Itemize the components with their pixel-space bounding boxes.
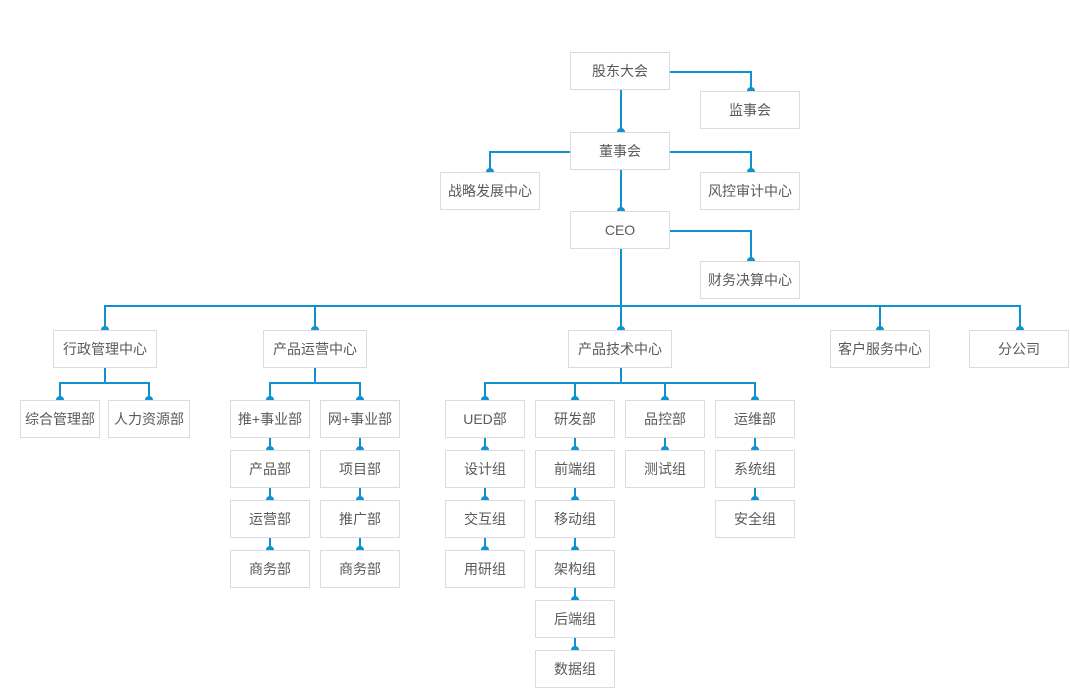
connector-admin-children-bus	[59, 382, 149, 384]
org-node[interactable]: 测试组	[625, 450, 705, 488]
connector-bus-to-admin	[104, 305, 106, 330]
org-node[interactable]: 行政管理中心	[53, 330, 157, 368]
connector-tech-to-qc	[664, 382, 666, 400]
org-node[interactable]: 运维部	[715, 400, 795, 438]
org-node[interactable]: 品控部	[625, 400, 705, 438]
org-node[interactable]: 交互组	[445, 500, 525, 538]
org-node[interactable]: 财务决算中心	[700, 261, 800, 299]
org-node[interactable]: 用研组	[445, 550, 525, 588]
org-node[interactable]: UED部	[445, 400, 525, 438]
org-node[interactable]: 研发部	[535, 400, 615, 438]
org-node[interactable]: 网+事业部	[320, 400, 400, 438]
org-node[interactable]: 系统组	[715, 450, 795, 488]
org-node[interactable]: 架构组	[535, 550, 615, 588]
org-node[interactable]: 推广部	[320, 500, 400, 538]
org-node[interactable]: 股东大会	[570, 52, 670, 90]
org-node[interactable]: 分公司	[969, 330, 1069, 368]
org-node[interactable]: 客户服务中心	[830, 330, 930, 368]
connector-level-bus	[104, 305, 1020, 307]
org-node[interactable]: 安全组	[715, 500, 795, 538]
org-node[interactable]: 战略发展中心	[440, 172, 540, 210]
connector-supervisors-drop	[750, 71, 752, 91]
connector-operations-to-tui	[269, 382, 271, 400]
connector-ceo-down	[620, 249, 622, 330]
org-node[interactable]: 产品部	[230, 450, 310, 488]
org-node[interactable]: 设计组	[445, 450, 525, 488]
connector-tech-children-bus	[484, 382, 755, 384]
connector-bus-to-operations	[314, 305, 316, 330]
org-node[interactable]: 人力资源部	[108, 400, 190, 438]
connector-strategy-drop	[489, 151, 491, 172]
connector-tech-to-rd	[574, 382, 576, 400]
org-node[interactable]: 商务部	[230, 550, 310, 588]
connector-tech-stem	[620, 368, 622, 383]
org-node[interactable]: 监事会	[700, 91, 800, 129]
connector-admin-stem	[104, 368, 106, 383]
connector-bus-to-service	[879, 305, 881, 330]
connector-admin-to-general	[59, 382, 61, 400]
connector-operations-to-wang	[359, 382, 361, 400]
org-node[interactable]: 商务部	[320, 550, 400, 588]
org-node[interactable]: 后端组	[535, 600, 615, 638]
connector-admin-to-hr	[148, 382, 150, 400]
connector-tech-to-ops	[754, 382, 756, 400]
connector-bus-to-branch	[1019, 305, 1021, 330]
connector-board-down	[620, 170, 622, 211]
org-node[interactable]: 综合管理部	[20, 400, 100, 438]
connector-finance-drop	[750, 230, 752, 261]
org-node[interactable]: 风控审计中心	[700, 172, 800, 210]
connector-bus-to-tech	[620, 305, 622, 330]
org-node[interactable]: 董事会	[570, 132, 670, 170]
org-node[interactable]: 前端组	[535, 450, 615, 488]
connector-tech-to-ued	[484, 382, 486, 400]
org-node[interactable]: 数据组	[535, 650, 615, 688]
connector-risk-control-drop	[750, 151, 752, 172]
org-node[interactable]: 项目部	[320, 450, 400, 488]
connector-shareholders-down	[620, 90, 622, 132]
org-node[interactable]: 移动组	[535, 500, 615, 538]
connector-operations-stem	[314, 368, 316, 383]
org-node[interactable]: 产品技术中心	[568, 330, 672, 368]
connector-operations-children-bus	[269, 382, 359, 384]
org-node[interactable]: 推+事业部	[230, 400, 310, 438]
org-node[interactable]: CEO	[570, 211, 670, 249]
org-node[interactable]: 运营部	[230, 500, 310, 538]
org-node[interactable]: 产品运营中心	[263, 330, 367, 368]
